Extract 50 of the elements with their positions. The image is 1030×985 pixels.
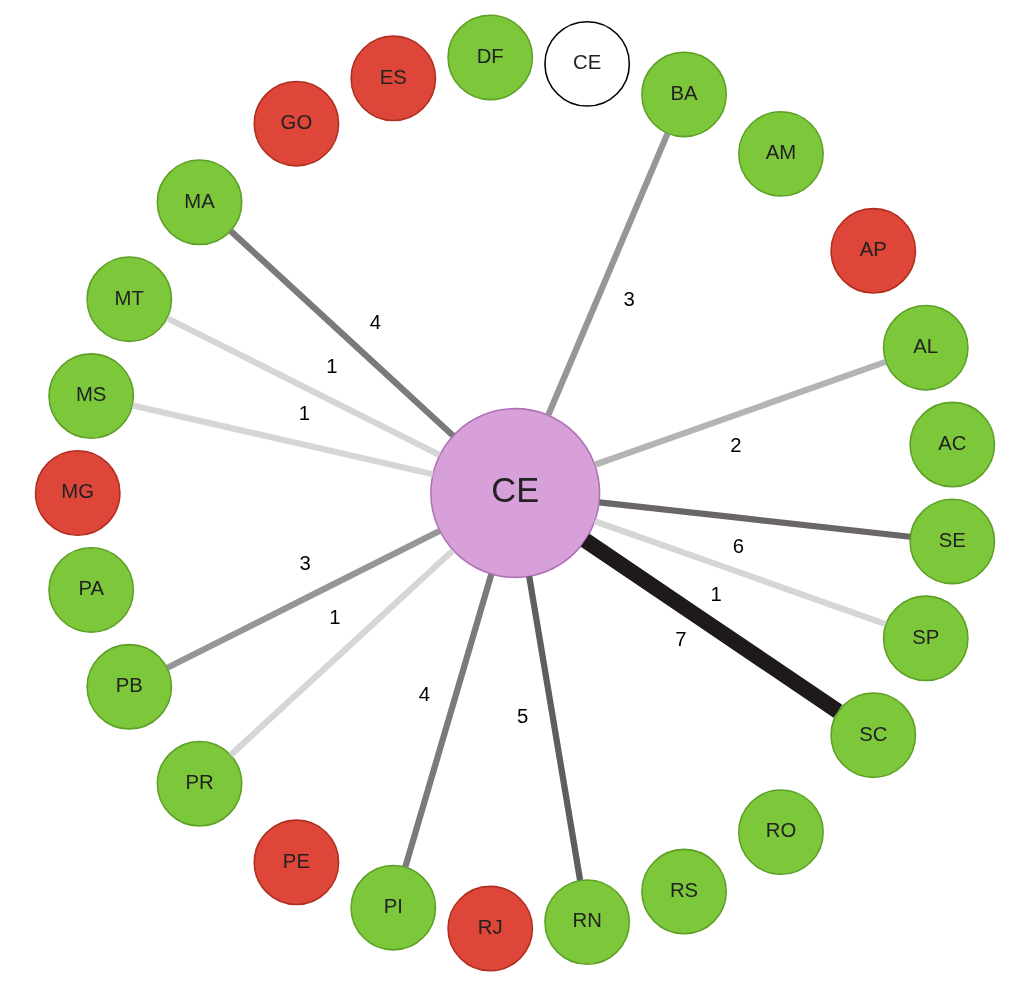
- node-circle: RN: [544, 878, 631, 965]
- node-circle: RO: [738, 788, 824, 875]
- node-circle: PI: [350, 864, 437, 951]
- node-circle: MG: [34, 449, 121, 536]
- edge-label: 3: [623, 287, 635, 310]
- connector: [593, 517, 887, 627]
- edge-label: 2: [730, 433, 742, 456]
- edge-label: 7: [675, 627, 687, 650]
- node-circle: DF: [447, 13, 534, 100]
- node-circle: SE: [909, 497, 996, 584]
- node-circle: RS: [641, 848, 727, 934]
- node-circle: ES: [350, 34, 437, 121]
- connector: [228, 547, 455, 757]
- connector: [402, 573, 495, 868]
- edge-label: 3: [299, 551, 311, 574]
- edge-label: 4: [369, 310, 381, 333]
- node-circle: AL: [882, 304, 969, 391]
- node-circle: PA: [48, 546, 135, 633]
- edge-label: 1: [326, 354, 338, 377]
- node-circle: RJ: [447, 885, 534, 972]
- node-circle: CE: [544, 20, 631, 107]
- connector: [228, 228, 455, 438]
- edge-label: 1: [710, 582, 722, 605]
- edge-label: 1: [329, 605, 341, 628]
- edge-label: 1: [298, 400, 310, 423]
- node-circle: GO: [253, 80, 340, 167]
- connector: [165, 315, 441, 458]
- connector: [545, 131, 671, 416]
- edge-label: 5: [517, 704, 529, 727]
- node-circle: AP: [830, 207, 917, 294]
- node-circle: AC: [909, 401, 996, 488]
- node-circle: SC: [830, 691, 917, 778]
- node-circle: MA: [156, 158, 243, 245]
- connector: [599, 498, 911, 540]
- connector: [580, 533, 843, 718]
- node-circle: PE: [253, 818, 340, 905]
- node-circle: BA: [641, 51, 727, 137]
- node-circle: AM: [738, 110, 824, 197]
- connector: [165, 527, 441, 670]
- node-circle: CE: [430, 407, 601, 578]
- node-circle: SP: [882, 594, 969, 681]
- connector: [593, 358, 887, 468]
- node-circle: PR: [156, 740, 243, 827]
- node-circle: PB: [86, 643, 173, 730]
- edge-label: 6: [732, 534, 745, 557]
- connector: [131, 402, 434, 477]
- connector: [526, 575, 584, 881]
- node-circle: MS: [48, 352, 135, 439]
- edge-label: 4: [418, 682, 431, 705]
- node-circle: MT: [86, 255, 173, 342]
